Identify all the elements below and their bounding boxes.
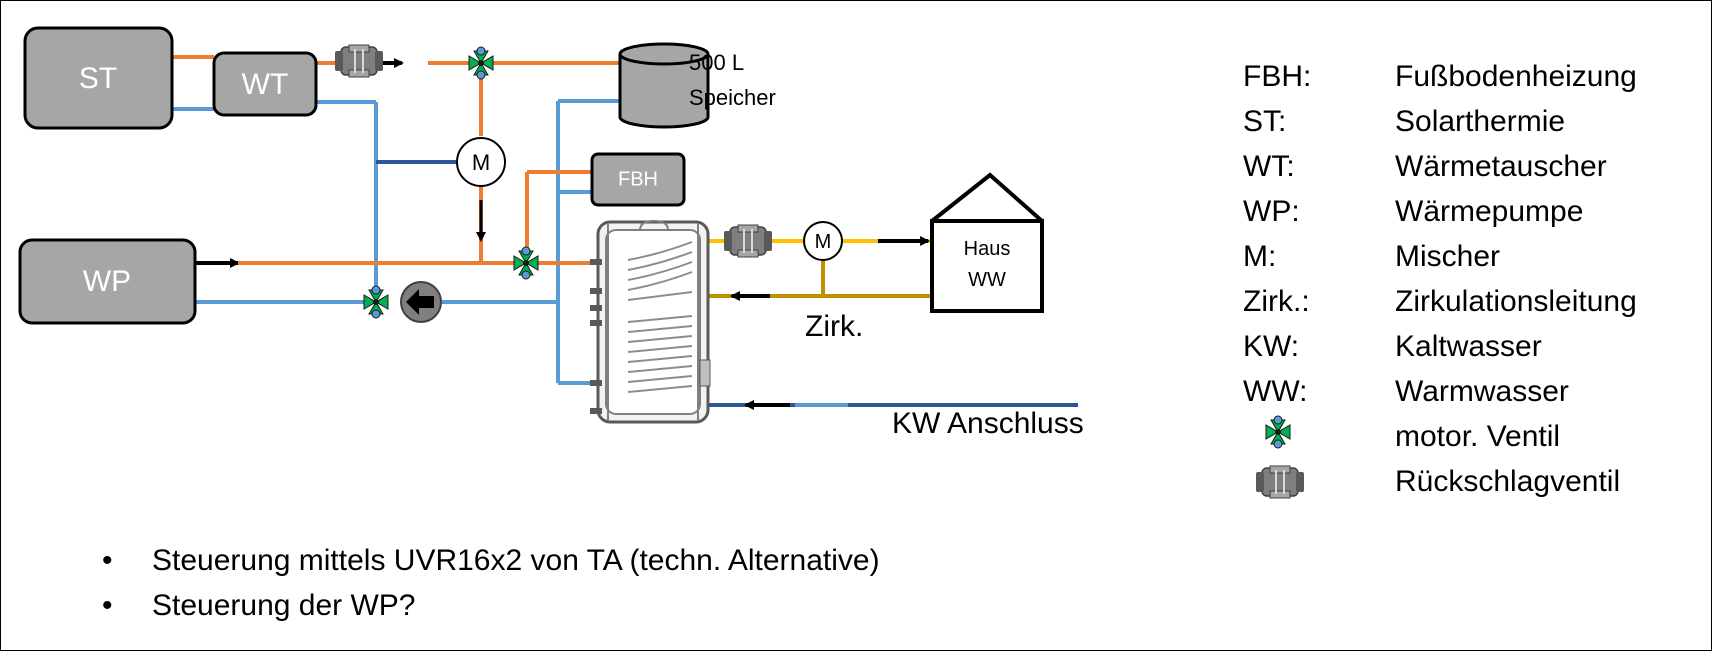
- motorized-valve-icon: [513, 246, 539, 280]
- note-item: Steuerung der WP?: [100, 583, 880, 628]
- wt-label: WT: [242, 68, 289, 101]
- legend-text: Rückschlagventil: [1395, 465, 1620, 498]
- legend-abbr: FBH:: [1243, 60, 1311, 93]
- note-item: Steuerung mittels UVR16x2 von TA (techn.…: [100, 538, 880, 583]
- hot-water-tank: [590, 219, 711, 424]
- check-valve-icon: [334, 44, 384, 78]
- st-label: ST: [79, 62, 117, 95]
- legend-text: Kaltwasser: [1395, 330, 1542, 363]
- pipes: [172, 55, 1078, 410]
- legend-text: Solarthermie: [1395, 105, 1565, 138]
- st-solar-collector: ST: [23, 26, 174, 130]
- mixer-dhw-label: M: [815, 231, 832, 253]
- storage-label-line2: Speicher: [689, 85, 776, 110]
- mixer-heating-label: M: [472, 150, 490, 175]
- legend: FBH: Fußbodenheizung ST: Solarthermie WT…: [1243, 60, 1637, 499]
- legend-abbr: WT:: [1243, 150, 1295, 183]
- legend-text: Warmwasser: [1395, 375, 1569, 408]
- motorized-valve-icon: [363, 285, 389, 319]
- legend-abbr: KW:: [1243, 330, 1299, 363]
- house-hot-water: Haus WW: [930, 172, 1044, 313]
- legend-abbr: ST:: [1243, 105, 1286, 138]
- check-valve-icon: [723, 224, 773, 258]
- fbh-floor-heating: FBH: [590, 152, 686, 207]
- storage-label-line1: 500 L: [689, 50, 744, 75]
- legend-text: motor. Ventil: [1395, 420, 1560, 453]
- house-label-line1: Haus: [964, 238, 1011, 260]
- legend-text: Wärmetauscher: [1395, 150, 1607, 183]
- legend-abbr: WW:: [1243, 375, 1307, 408]
- motorized-valve-icon: [468, 46, 494, 80]
- legend-text: Fußbodenheizung: [1395, 60, 1637, 93]
- mixer-dhw: M: [803, 221, 843, 261]
- fbh-label: FBH: [618, 168, 658, 190]
- legend-text: Wärmepumpe: [1395, 195, 1583, 228]
- wt-heat-exchanger: WT: [212, 51, 318, 117]
- legend-abbr: Zirk.:: [1243, 285, 1310, 318]
- legend-abbr: WP:: [1243, 195, 1300, 228]
- legend-text: Mischer: [1395, 240, 1500, 273]
- buffer-storage-500l: 500 L Speicher: [618, 42, 776, 129]
- motorized-valve-icon: [1265, 415, 1291, 449]
- mixer-heating: M: [456, 137, 506, 187]
- legend-abbr: M:: [1243, 240, 1276, 273]
- wp-label: WP: [83, 265, 131, 298]
- circulation-pump: [400, 281, 442, 323]
- check-valve-icon: [1255, 465, 1305, 499]
- legend-text: Zirkulationsleitung: [1395, 285, 1637, 318]
- wp-heat-pump: WP: [18, 238, 197, 325]
- notes-list: Steuerung mittels UVR16x2 von TA (techn.…: [100, 538, 880, 628]
- zirk-label: Zirk.: [805, 310, 863, 343]
- kw-label: KW Anschluss: [892, 407, 1084, 440]
- house-label-line2: WW: [968, 269, 1006, 291]
